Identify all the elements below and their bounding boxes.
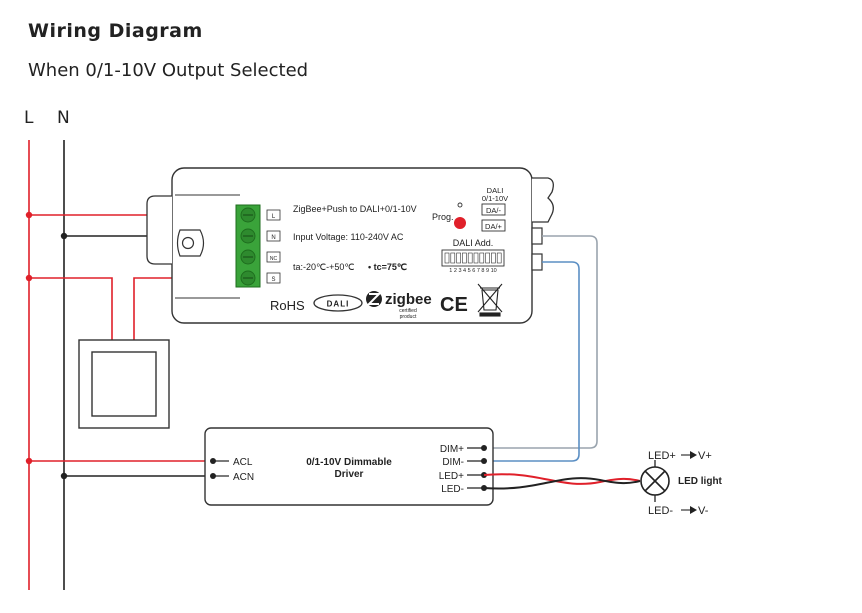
ce-mark: CE	[440, 294, 468, 316]
dip-switch-slot[interactable]	[467, 252, 473, 264]
controller-temp-range: ta:-20℃-+50℃	[293, 262, 355, 272]
led-bottom-v-label: V-	[698, 505, 709, 517]
led-top-v-label: V+	[698, 450, 712, 462]
switch-live-wire	[29, 277, 113, 340]
dip-switch-slot[interactable]	[462, 252, 467, 264]
driver-dim-minus-label: DIM-	[442, 457, 464, 468]
led-light-icon	[640, 460, 670, 502]
prog-label: Prog.	[432, 212, 454, 222]
junction-dot	[25, 457, 33, 465]
dali-logo-icon: DALI	[313, 294, 363, 312]
driver-title-line1: 0/1-10V Dimmable	[306, 457, 392, 468]
dip-switch-numbers: 1 2 3 4 5 6 7 8 9 10	[449, 268, 496, 274]
driver-led-plus-label: LED+	[439, 471, 464, 482]
controller-housing	[146, 167, 554, 324]
dip-switch-slot[interactable]	[456, 252, 461, 264]
arrow-right-icon	[681, 451, 697, 459]
controller-tc-value: • tc=75℃	[368, 262, 407, 272]
driver-acn-label: ACN	[233, 472, 254, 483]
dim-minus-wire	[484, 261, 580, 462]
output-title-010v: 0/1-10V	[482, 194, 508, 203]
page-subtitle: When 0/1-10V Output Selected	[28, 60, 309, 81]
controller-input-voltage: Input Voltage: 110-240V AC	[293, 232, 404, 242]
led-minus-wire	[483, 477, 641, 490]
terminal-labels: L N NC S	[266, 209, 281, 284]
led-light-label: LED light	[678, 476, 723, 487]
led-plus-wire	[483, 473, 641, 485]
junction-dot	[60, 472, 68, 480]
prog-button[interactable]	[454, 217, 466, 229]
output-title-dali: DALI	[487, 186, 504, 195]
driver-box	[204, 427, 494, 506]
terminal-block	[235, 204, 261, 288]
driver-acl-label: ACL	[233, 457, 253, 468]
terminal-n: N	[271, 235, 275, 241]
terminal-nc: NC	[270, 256, 278, 262]
mains-l-label: L	[24, 108, 34, 128]
dip-switch-slot[interactable]	[473, 252, 479, 264]
driver-led-minus-label: LED-	[441, 484, 464, 495]
zigbee-logo-text: zigbee	[385, 291, 432, 308]
arrow-right-icon	[681, 506, 697, 514]
dip-switch-slot[interactable]	[479, 252, 485, 264]
dali-logo-text: DALI	[327, 300, 350, 309]
junction-dot	[60, 232, 68, 240]
terminal-s: S	[271, 277, 275, 283]
junction-dot	[25, 274, 33, 282]
output-da-plus: DA/+	[485, 222, 503, 231]
prog-led-icon	[457, 202, 463, 208]
output-da-minus: DA/-	[486, 206, 502, 215]
driver-dim-plus-label: DIM+	[440, 444, 464, 455]
led-top-label: LED+	[648, 450, 676, 462]
dip-switch-slot[interactable]	[491, 252, 496, 264]
driver-title-line2: Driver	[335, 469, 364, 480]
dali-address-dip-switch[interactable]	[441, 249, 505, 267]
zigbee-product: product	[400, 314, 417, 320]
dip-switch-slot[interactable]	[485, 252, 490, 264]
terminal-l: L	[272, 214, 276, 220]
led-bottom-label: LED-	[648, 505, 673, 517]
junction-dot	[25, 211, 33, 219]
mains-n-label: N	[57, 108, 70, 128]
page-title: Wiring Diagram	[28, 20, 203, 42]
controller-model-text: ZigBee+Push to DALI+0/1-10V	[293, 204, 417, 214]
dali-address-label: DALI Add.	[453, 238, 494, 248]
dim-minus-terminal	[481, 458, 487, 464]
dim-plus-wire	[484, 235, 598, 449]
weee-bin-icon	[477, 283, 503, 317]
dim-plus-terminal	[481, 445, 487, 451]
push-switch[interactable]	[78, 339, 170, 429]
rohs-logo: RoHS	[270, 298, 305, 313]
dip-switch-slot[interactable]	[496, 252, 502, 264]
zigbee-certified: certified	[399, 308, 417, 314]
dip-switch-slot[interactable]	[444, 252, 450, 264]
zigbee-logo-icon	[366, 291, 382, 307]
dip-switch-slot[interactable]	[450, 252, 456, 264]
